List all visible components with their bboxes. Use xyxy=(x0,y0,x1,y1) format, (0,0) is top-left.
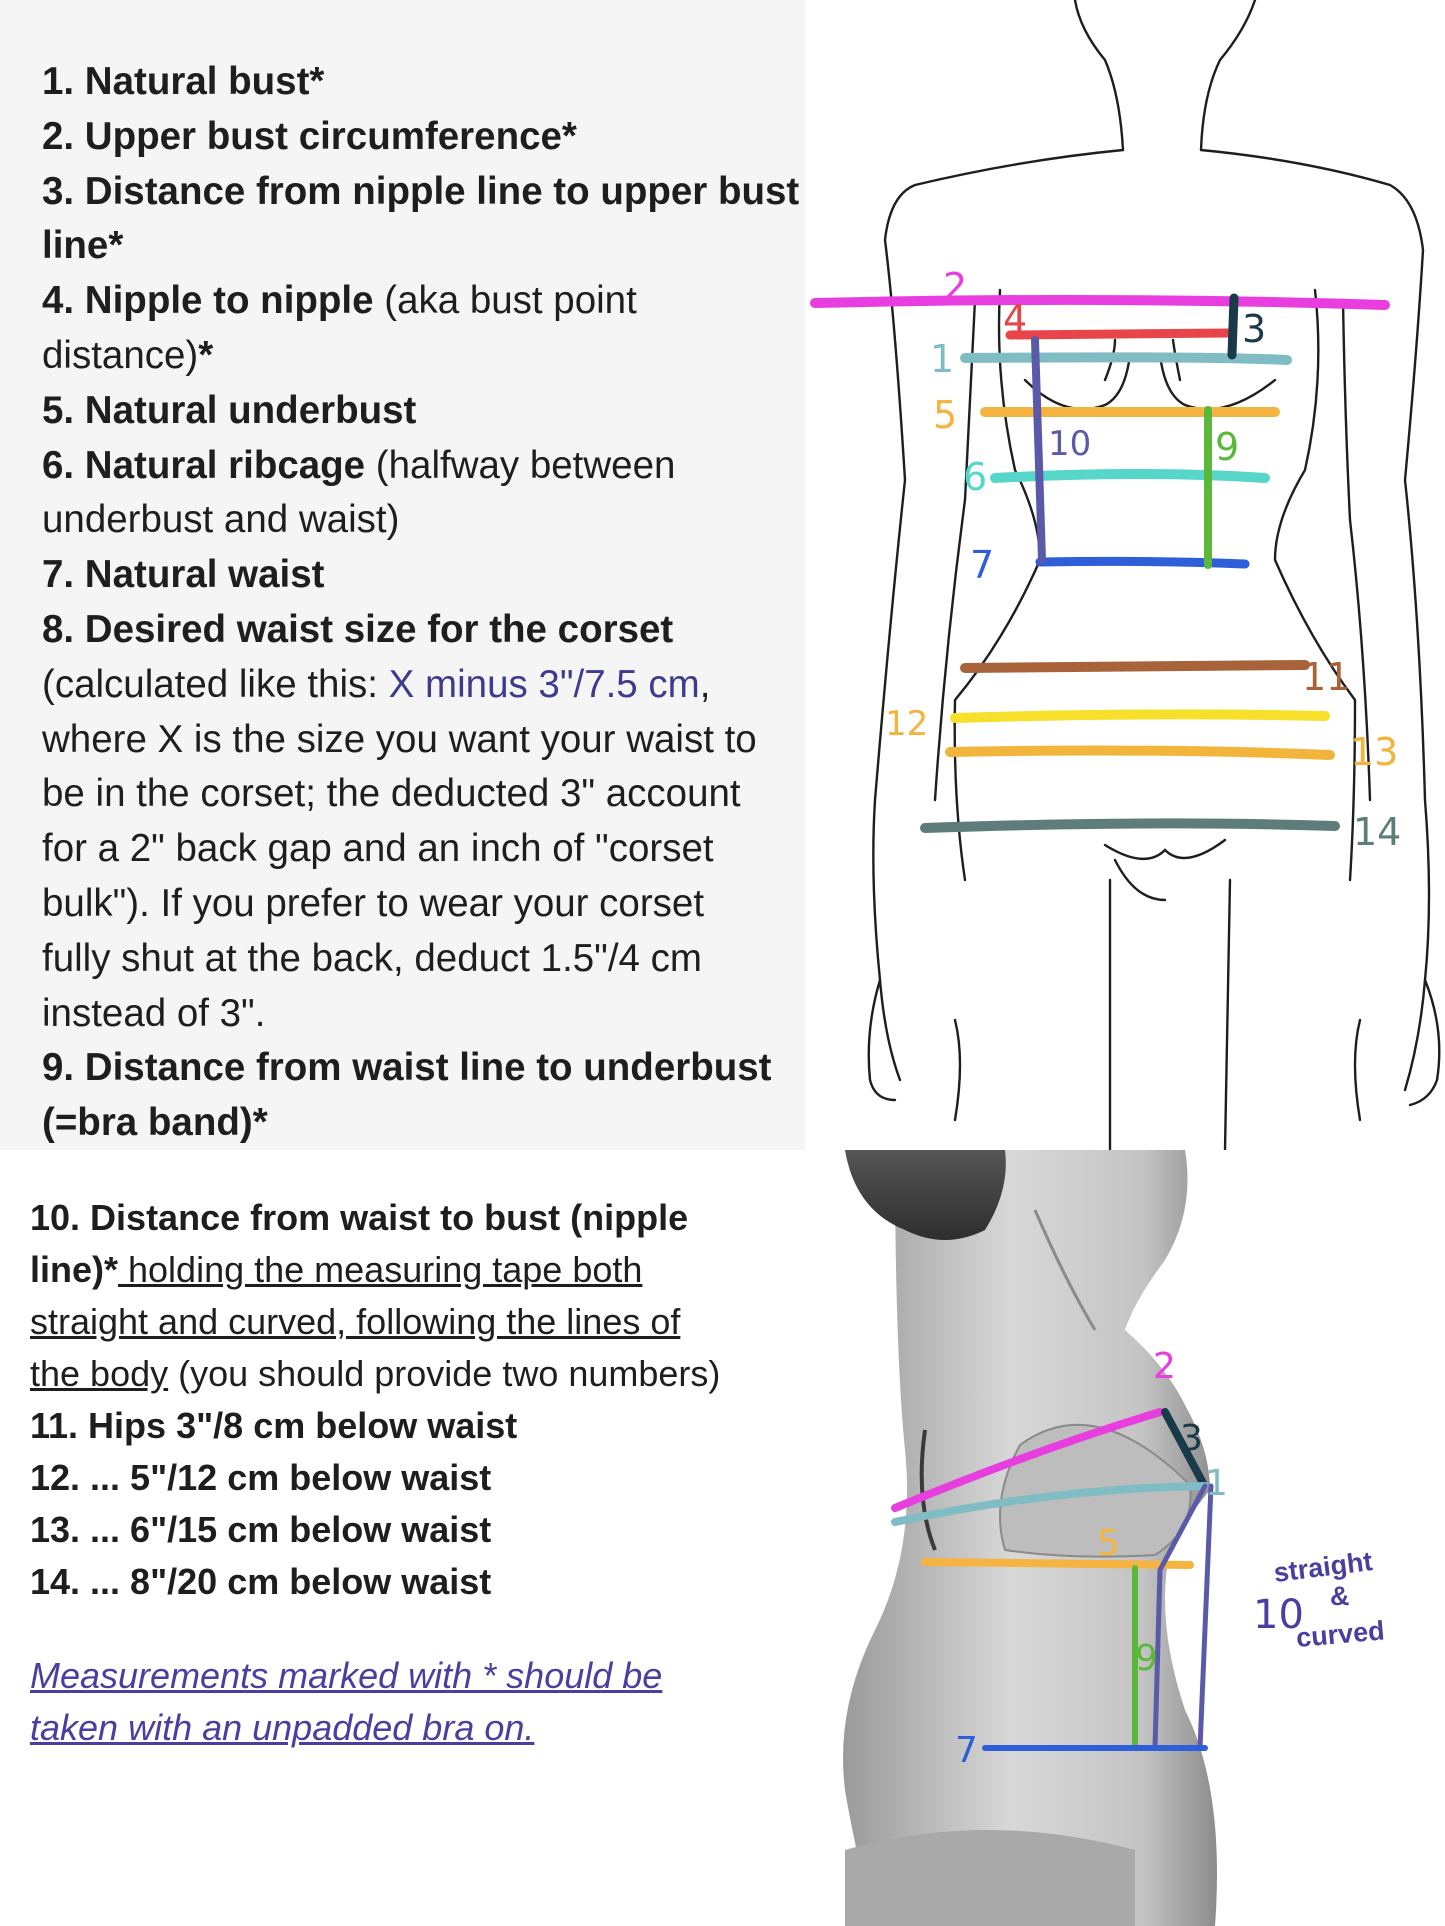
side-label-7: 7 xyxy=(955,1730,978,1771)
front-label-2: 2 xyxy=(943,265,967,309)
line-4-nipple-to-nipple xyxy=(1005,328,1235,340)
note-curved: curved xyxy=(1295,1615,1386,1653)
item-8: 8. Desired waist size for the corset xyxy=(42,607,674,651)
side-labels: 2 3 1 5 9 7 10 xyxy=(955,1346,1304,1771)
item-10-line-4: the body (you should provide two numbers… xyxy=(30,1348,790,1400)
line-2-upper-bust xyxy=(810,294,1390,310)
item-4-title: 4. Nipple to nipple xyxy=(42,279,374,323)
side-hair xyxy=(845,1150,1006,1240)
item-8-formula: X minus 3"/7.5 cm xyxy=(388,662,700,706)
item-5: 5. Natural underbust xyxy=(42,388,417,432)
item-10-line-1: 10. Distance from waist to bust (nipple xyxy=(30,1197,689,1238)
line-12 xyxy=(950,709,1330,723)
line-6-ribcage xyxy=(990,469,1270,483)
item-8-line-8: instead of 3". xyxy=(42,991,266,1035)
measurement-list-bottom: 10. Distance from waist to bust (nipple … xyxy=(30,1192,790,1608)
line-1-natural-bust xyxy=(960,352,1292,365)
item-2: 2. Upper bust circumference* xyxy=(42,114,577,158)
side-briefs xyxy=(845,1830,1135,1926)
front-label-14: 14 xyxy=(1353,810,1401,854)
footnote-line-1: Measurements marked with * should be xyxy=(30,1655,663,1696)
front-label-5: 5 xyxy=(933,393,957,437)
side-label-1: 1 xyxy=(1205,1463,1228,1504)
front-label-7: 7 xyxy=(970,543,994,587)
footnote: Measurements marked with * should be tak… xyxy=(30,1650,790,1754)
front-label-13: 13 xyxy=(1350,730,1398,774)
line-13 xyxy=(945,745,1335,760)
side-line-3 xyxy=(1161,1408,1207,1487)
item-4-star: * xyxy=(198,333,214,377)
item-6-line-1: 6. Natural ribcage (halfway between xyxy=(42,439,802,494)
item-7: 7. Natural waist xyxy=(42,553,325,597)
item-8-line-2: (calculated like this: X minus 3"/7.5 cm… xyxy=(42,658,802,713)
line-7-waist xyxy=(1035,556,1250,569)
side-label-9: 9 xyxy=(1135,1638,1158,1679)
item-12: 12. ... 5"/12 cm below waist xyxy=(30,1457,492,1498)
item-8-line-7: fully shut at the back, deduct 1.5"/4 cm xyxy=(42,936,702,980)
item-4-note-2: distance) xyxy=(42,333,199,377)
item-8-calc-a: (calculated like this: xyxy=(42,662,389,706)
item-10-note-4: (you should provide two numbers) xyxy=(168,1353,721,1394)
line-10-vertical xyxy=(1031,336,1046,564)
note-straight: straight xyxy=(1272,1546,1374,1588)
item-4-note: (aka bust point xyxy=(373,279,637,323)
front-label-4: 4 xyxy=(1003,297,1027,341)
front-label-3: 3 xyxy=(1242,307,1266,351)
item-8-calc-b: , xyxy=(699,662,711,706)
front-label-9: 9 xyxy=(1215,425,1239,469)
side-line-2 xyxy=(891,1408,1164,1512)
item-10-note-1: holding the measuring tape both xyxy=(118,1249,643,1290)
side-line-5 xyxy=(921,1558,1194,1569)
item-10-line-2: line)* holding the measuring tape both xyxy=(30,1244,790,1296)
body-outline xyxy=(867,0,1441,1150)
front-body-diagram: 2 4 3 1 5 6 10 9 7 11 12 13 14 xyxy=(810,0,1441,1150)
side-label-5: 5 xyxy=(1097,1523,1120,1564)
note-ampersand: & xyxy=(1330,1581,1350,1611)
item-9-line-2: (=bra band)* xyxy=(42,1101,268,1145)
measurement-list-top: 1. Natural bust* 2. Upper bust circumfer… xyxy=(42,55,802,1151)
line-14 xyxy=(920,818,1340,833)
item-4-line-1: 4. Nipple to nipple (aka bust point xyxy=(42,274,802,329)
item-6-note: (halfway between xyxy=(365,443,676,487)
item-6-title: 6. Natural ribcage xyxy=(42,443,366,487)
front-label-10: 10 xyxy=(1048,424,1091,464)
item-8-line-4: be in the corset; the deducted 3" accoun… xyxy=(42,772,741,816)
item-10-note-3: the body xyxy=(30,1353,169,1394)
front-label-1: 1 xyxy=(930,337,954,381)
side-label-10: 10 xyxy=(1253,1592,1304,1638)
item-10-line-3: straight and curved, following the lines… xyxy=(30,1301,681,1342)
item-10-title-end: line)* xyxy=(30,1249,119,1290)
line-11-hips xyxy=(960,660,1310,673)
item-8-line-3: where X is the size you want your waist … xyxy=(42,717,757,761)
item-3-line-2: line* xyxy=(42,224,124,268)
item-3-line-1: 3. Distance from nipple line to upper bu… xyxy=(42,169,800,213)
side-body-diagram: 2 3 1 5 9 7 10 straight & curved xyxy=(843,1150,1386,1926)
item-13: 13. ... 6"/15 cm below waist xyxy=(30,1509,492,1550)
front-label-11: 11 xyxy=(1302,655,1350,699)
top-text-panel: 1. Natural bust* 2. Upper bust circumfer… xyxy=(0,0,805,1150)
item-6-line-2: underbust and waist) xyxy=(42,498,400,542)
item-8-line-5: for a 2" back gap and an inch of "corset xyxy=(42,827,714,871)
side-label-2: 2 xyxy=(1153,1346,1176,1387)
item-4-line-2: distance)* xyxy=(42,329,802,384)
item-14: 14. ... 8"/20 cm below waist xyxy=(30,1561,492,1602)
item-1: 1. Natural bust* xyxy=(42,60,325,103)
side-line-1 xyxy=(891,1482,1209,1526)
item-8-line-6: bulk"). If you prefer to wear your corse… xyxy=(42,881,705,925)
item-9-line-1: 9. Distance from waist line to underbust xyxy=(42,1046,772,1090)
front-labels: 2 4 3 1 5 6 10 9 7 11 12 13 14 xyxy=(885,265,1401,854)
front-label-12: 12 xyxy=(885,704,928,744)
side-label-3: 3 xyxy=(1180,1418,1203,1459)
front-label-6: 6 xyxy=(963,455,987,499)
item-11: 11. Hips 3"/8 cm below waist xyxy=(30,1405,518,1446)
footnote-line-2: taken with an unpadded bra on. xyxy=(30,1707,535,1748)
line-3-vertical xyxy=(1227,293,1239,360)
